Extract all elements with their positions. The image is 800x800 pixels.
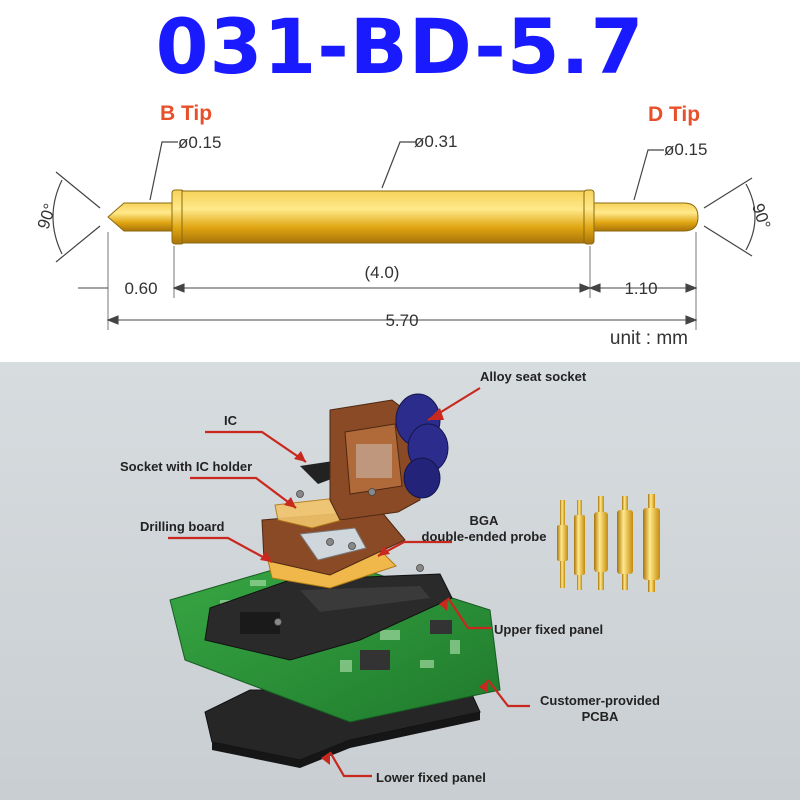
diameter-leaders [149, 141, 664, 201]
label-upper-fixed-panel: Upper fixed panel [494, 622, 603, 637]
label-drilling-board: Drilling board [140, 519, 225, 534]
label-ic: IC [224, 413, 238, 428]
length-d-tip: 1.10 [624, 279, 657, 298]
label-lower-fixed-panel: Lower fixed panel [376, 770, 486, 785]
right-angle: 90° [748, 201, 774, 231]
d-tip-label: D Tip [648, 103, 700, 126]
extension-lines [107, 232, 697, 330]
dimension-lines [78, 283, 698, 325]
pin-drawing: B Tip D Tip ø0.15 ø0.31 ø0.15 90° 90° [34, 102, 774, 349]
left-angle: 90° [34, 201, 60, 231]
d-tip-diameter: ø0.15 [664, 140, 707, 159]
b-tip-label: B Tip [160, 102, 212, 125]
length-total: 5.70 [385, 311, 418, 330]
pogo-pin [107, 189, 699, 245]
length-b-tip: 0.60 [124, 279, 157, 298]
angle-marks [52, 171, 756, 263]
assembly-view: Alloy seat socket IC Socket with IC hold… [0, 362, 800, 800]
barrel-diameter: ø0.31 [414, 132, 457, 151]
alloy-seat-socket [329, 393, 449, 521]
unit-label: unit : mm [610, 328, 688, 349]
label-customer-provided: Customer-provided [540, 693, 660, 708]
label-alloy-seat-socket: Alloy seat socket [480, 369, 587, 384]
screws [274, 488, 424, 626]
label-double-ended-probe: double-ended probe [422, 529, 547, 544]
label-pcba: PCBA [582, 709, 619, 724]
label-socket-with-ic-holder: Socket with IC holder [120, 459, 252, 474]
label-bga: BGA [470, 513, 500, 528]
b-tip-diameter: ø0.15 [178, 133, 221, 152]
product-title: 031-BD-5.7 [155, 2, 645, 91]
length-barrel: (4.0) [365, 263, 400, 282]
probe-samples [557, 494, 660, 592]
